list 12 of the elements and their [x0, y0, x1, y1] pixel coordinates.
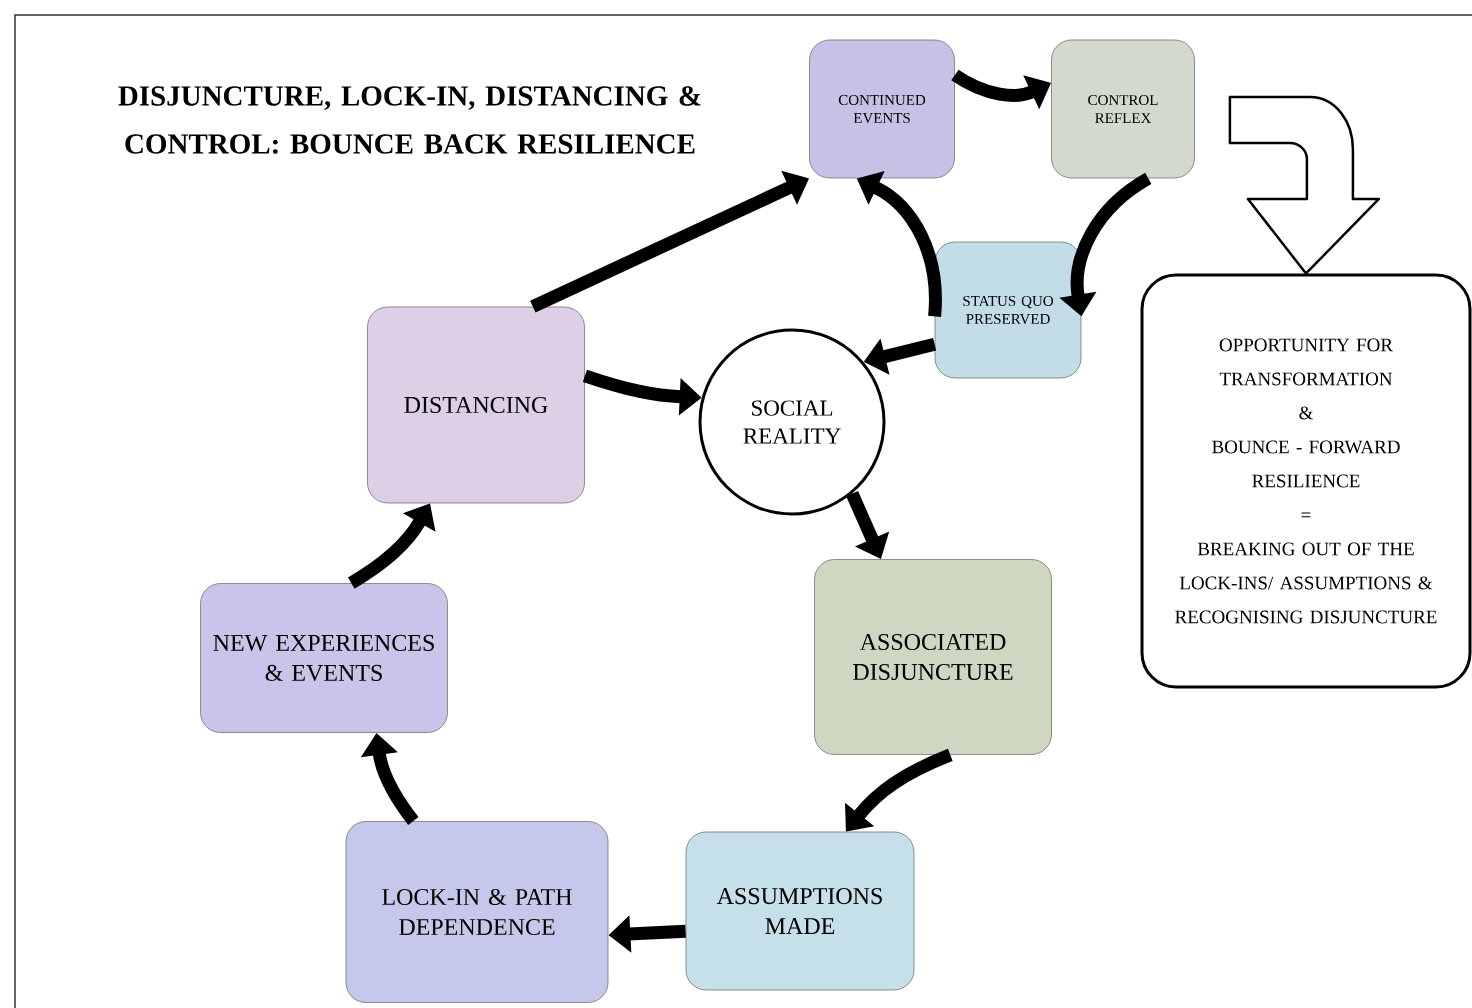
circle-node: SOCIAL REALITY [698, 328, 886, 516]
process-box: LOCK-IN & PATH DEPENDENCE [345, 821, 609, 1003]
process-box: NEW EXPERIENCES & EVENTS [200, 583, 448, 733]
process-box: DISTANCING [367, 306, 585, 504]
title: DISJUNCTURE, LOCK-IN, DISTANCING & CONTROL: BOUNCE BACK RESILIENCE [118, 86, 701, 154]
process-box: STATUS QUO PRESERVED [934, 241, 1082, 379]
process-box: ASSUMPTIONS MADE [685, 831, 915, 991]
process-box: CONTINUED EVENTS [809, 39, 955, 179]
hollow-arrow [1228, 95, 1381, 275]
process-box: ASSOCIATED DISJUNCTURE [814, 559, 1052, 755]
process-box: CONTROL REFLEX [1051, 39, 1195, 179]
rounded-box: OPPORTUNITY FOR TRANSFORMATION & BOUNCE - FORWARD RESILIENCE = BREAKING OUT OF THE LOCK-INS/ ASSUMPTIONS & RECOGNISING DISJUNCTURE [1140, 273, 1472, 689]
